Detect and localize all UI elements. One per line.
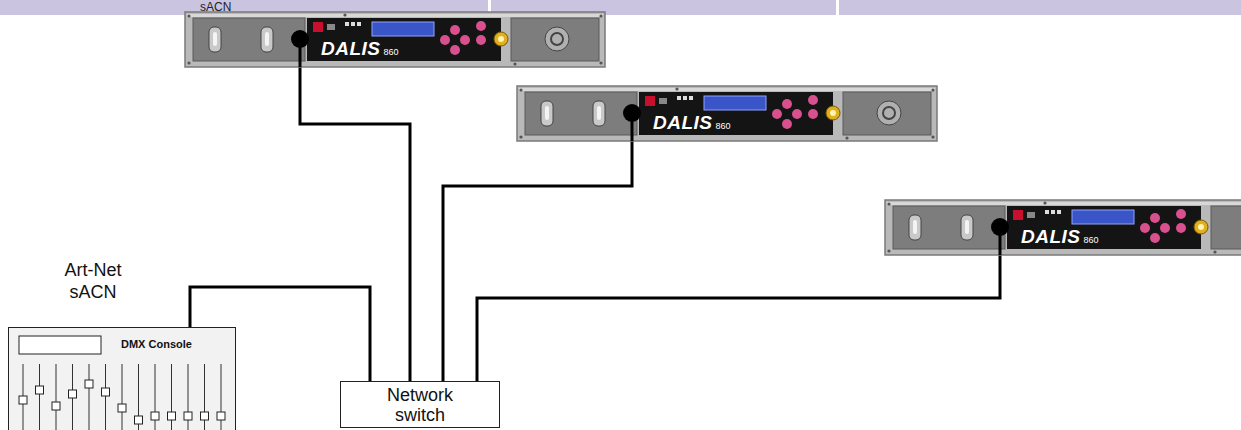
brand-logo-text: DALIS — [1021, 227, 1081, 247]
device-illustration — [517, 86, 937, 141]
network-cable — [300, 67, 410, 381]
node-label: DMX Console — [121, 338, 192, 351]
network-cable — [443, 141, 632, 381]
model-number: 860 — [716, 121, 731, 131]
protocol-label: Art-Net sACN — [48, 259, 138, 303]
device-illustration — [185, 12, 605, 67]
brand-logo-text: DALIS — [321, 39, 381, 59]
dalis-controller: DALIS860 — [517, 86, 937, 141]
dmx-console: DMX Console — [8, 327, 236, 430]
model-number: 860 — [1084, 235, 1099, 245]
dalis-controller: DALIS860 — [185, 12, 605, 67]
brand-logo-text: DALIS — [653, 113, 713, 133]
node-label: Network switch — [375, 385, 465, 425]
model-number: 860 — [384, 47, 399, 57]
dalis-controller: DALIS860 — [885, 200, 1241, 255]
network-cable — [477, 255, 1000, 381]
header-text: sACN — [200, 1, 231, 14]
network-switch: Network switch — [340, 381, 500, 428]
